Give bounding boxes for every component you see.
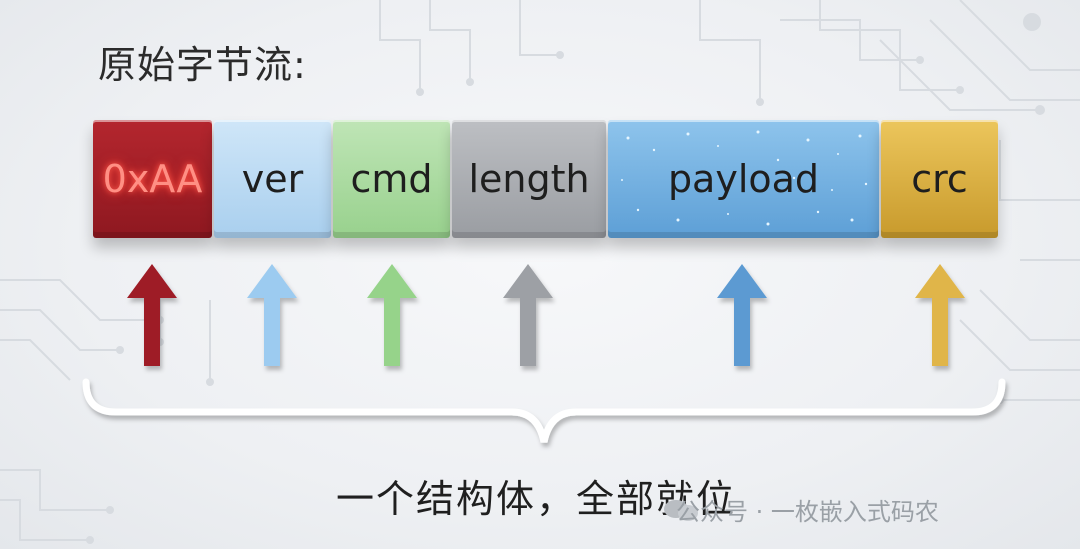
up-arrow-icon bbox=[717, 264, 767, 366]
field-ver-block: ver bbox=[214, 120, 331, 238]
field-header-block: 0xAA bbox=[93, 120, 212, 238]
field-length-block: length bbox=[452, 120, 606, 238]
field-label: crc bbox=[911, 157, 968, 201]
field-crc-block: crc bbox=[881, 120, 998, 238]
up-arrow-icon bbox=[127, 264, 177, 366]
watermark: 公众号 · 一枚嵌入式码农 bbox=[676, 498, 939, 526]
payload-sparkle-decoration bbox=[621, 130, 868, 226]
curly-brace bbox=[82, 378, 1006, 443]
field-label: length bbox=[468, 157, 590, 201]
field-label: ver bbox=[241, 157, 304, 201]
field-payload-block: payload bbox=[608, 120, 879, 238]
page-title: 原始字节流: bbox=[98, 43, 307, 87]
field-label: payload bbox=[667, 157, 820, 201]
up-arrow-icon bbox=[915, 264, 965, 366]
up-arrow-icon bbox=[503, 264, 553, 366]
up-arrow-icon bbox=[247, 264, 297, 366]
field-cmd-block: cmd bbox=[333, 120, 450, 238]
field-label: cmd bbox=[350, 157, 433, 201]
field-label: 0xAA bbox=[102, 157, 203, 201]
up-arrow-icon bbox=[367, 264, 417, 366]
wechat-icon bbox=[664, 500, 698, 521]
